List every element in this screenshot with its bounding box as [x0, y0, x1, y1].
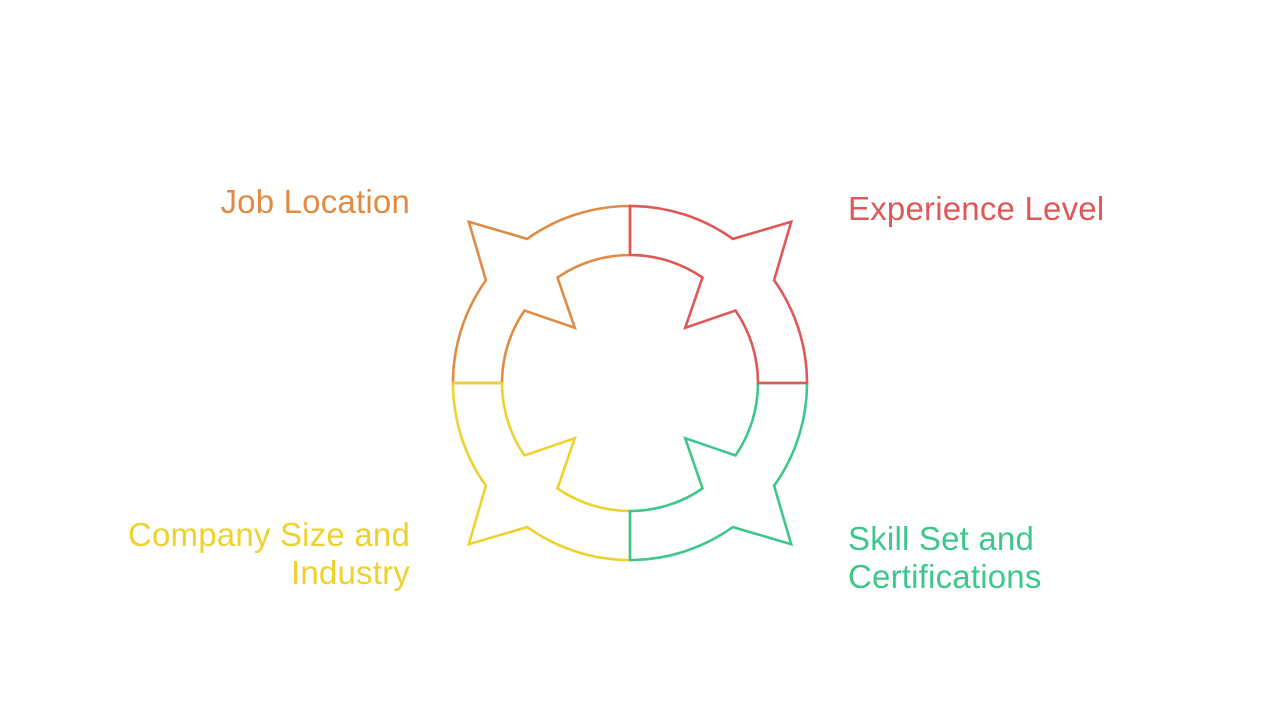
segment-company-size-industry-shape [451, 381, 632, 562]
segment-experience-level-shape [628, 204, 809, 385]
label-skill-set-certifications: Skill Set and Certifications [848, 520, 1042, 595]
label-experience-level: Experience Level [848, 190, 1105, 227]
label-job-location: Job Location [220, 183, 410, 220]
segment-job-location-shape [451, 204, 632, 385]
label-company-size-industry: Company Size and Industry [127, 516, 410, 591]
segment-skill-set-certifications-shape [628, 381, 809, 562]
